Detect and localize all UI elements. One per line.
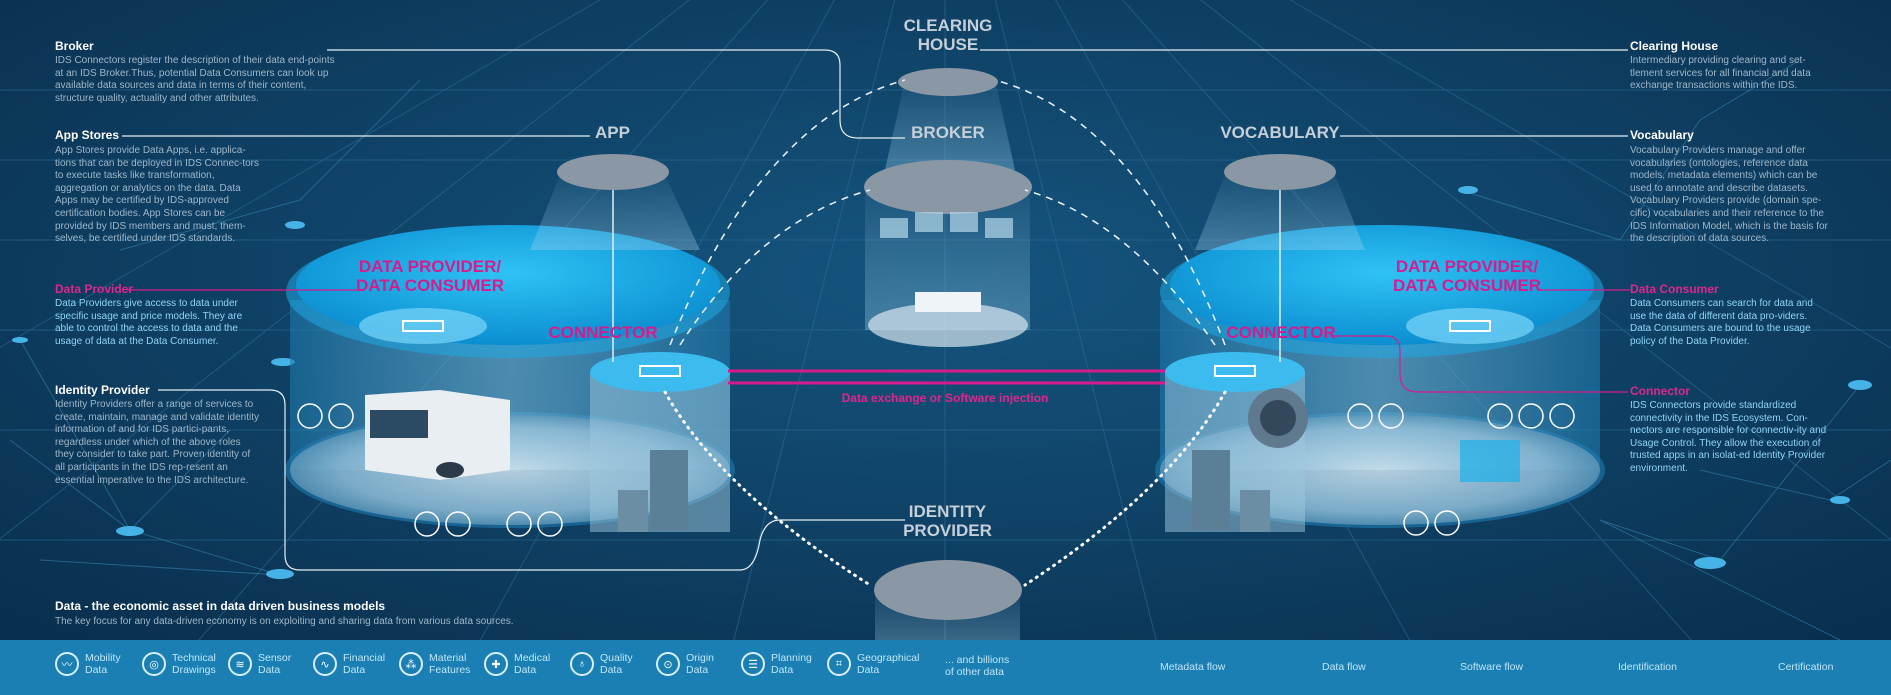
identity-provider-node: [874, 560, 1022, 650]
legend-item-quality: ♁ Quality Data: [570, 652, 640, 676]
legend-label: Geographical Data: [857, 652, 920, 676]
legend-item-financial: ∿ Financial Data: [313, 652, 389, 676]
origin-icon: ⊙: [656, 652, 680, 676]
financial-icon: ∿: [313, 652, 337, 676]
jet-engine-illustration: [1248, 388, 1308, 448]
legend-label: Sensor Data: [258, 652, 292, 676]
software-flow-label: Software flow: [1460, 661, 1524, 673]
software-flow-lines: [612, 190, 1281, 362]
connector-description: IDS Connectors provide standardized conn…: [1630, 400, 1827, 474]
metadata-flow-label: Metadata flow: [1160, 661, 1226, 673]
legend-other-data: ... and billions of other data: [945, 654, 1010, 678]
data-asset-description: The key focus for any data-driven econom…: [55, 616, 514, 627]
legend-item-sensor: ≋ Sensor Data: [228, 652, 298, 676]
legend-label: Mobility Data: [85, 652, 121, 676]
quality-icon: ♁: [570, 652, 594, 676]
connector-right: [1165, 352, 1305, 532]
connector-left-label: CONNECTOR: [548, 323, 658, 342]
app-stores-title: App Stores: [55, 128, 120, 142]
data-flow-lines: [728, 369, 1165, 385]
legend-label: Quality Data: [600, 652, 633, 676]
platform-icons: [297, 403, 1575, 537]
legend-label: Medical Data: [514, 652, 551, 676]
metadata-flow-lines: [669, 79, 1226, 346]
app-store-node: [530, 154, 700, 250]
legend-item-technical-drawings: ◎ Technical Drawings: [142, 652, 222, 676]
identity-provider-title: Identity Provider: [55, 383, 150, 397]
network-nodes: [12, 186, 1872, 579]
certification-badge-left: [402, 320, 444, 332]
connector-left: [590, 352, 730, 532]
broker-label: BROKER: [911, 123, 985, 142]
app-label: APP: [595, 123, 630, 142]
clearing-house-node: [885, 68, 1015, 170]
legend-item-geographical: ⌗ Geographical Data: [827, 652, 919, 676]
data-exchange-label: Data exchange or Software injection: [841, 391, 1049, 405]
clearing-house-description: Intermediary providing clearing and set-…: [1630, 55, 1811, 92]
identity-provider-label: IDENTITY PROVIDER: [903, 502, 992, 540]
vocabulary-label: VOCABULARY: [1220, 123, 1340, 142]
callout-lines: [122, 49, 1630, 571]
legend-item-medical: ✚ Medical Data: [484, 652, 556, 676]
identification-flow-lines: [663, 390, 1227, 587]
medical-icon: ✚: [484, 652, 508, 676]
legend-item-material: ⁂ Material Features: [399, 652, 475, 676]
legend-label: Origin Data: [686, 652, 715, 676]
app-stores-description: App Stores provide Data Apps, i.e. appli…: [55, 145, 260, 245]
material-icon: ⁂: [399, 652, 423, 676]
bottles-illustration: [1460, 440, 1520, 482]
data-asset-title: Data - the economic asset in data driven…: [55, 599, 386, 613]
dp-dc-left-label: DATA PROVIDER/ DATA CONSUMER: [356, 257, 504, 295]
data-provider-description: Data Providers give access to data under…: [55, 298, 243, 347]
technical-drawings-icon: ◎: [142, 652, 166, 676]
vocabulary-title: Vocabulary: [1630, 128, 1694, 142]
clearing-house-title: Clearing House: [1630, 39, 1719, 53]
legend-item-origin: ⊙ Origin Data: [656, 652, 726, 676]
certification-badge-right: [1449, 320, 1491, 332]
data-consumer-title: Data Consumer: [1630, 282, 1719, 296]
legend-item-mobility: 〰 Mobility Data: [55, 652, 131, 676]
sensor-icon: ≋: [228, 652, 252, 676]
planning-icon: ☰: [741, 652, 765, 676]
connector-title: Connector: [1630, 384, 1690, 398]
data-consumer-description: Data Consumers can search for data and u…: [1630, 298, 1813, 347]
mobility-icon: 〰: [55, 652, 79, 676]
clearing-house-label: CLEARING HOUSE: [903, 16, 993, 54]
legend-label: Technical Drawings: [172, 652, 216, 676]
dp-dc-right-label: DATA PROVIDER/ DATA CONSUMER: [1393, 257, 1541, 295]
data-flow-label: Data flow: [1322, 661, 1366, 673]
identity-provider-description: Identity Providers offer a range of serv…: [55, 399, 260, 486]
vocabulary-description: Vocabulary Providers manage and offer vo…: [1630, 145, 1828, 245]
broker-title: Broker: [55, 39, 94, 53]
geographical-icon: ⌗: [827, 652, 851, 676]
broker-description: IDS Connectors register the description …: [55, 55, 335, 104]
legend-label: Planning Data: [771, 652, 812, 676]
legend-label: Financial Data: [343, 652, 386, 676]
certification-label: Certification: [1778, 661, 1834, 673]
data-provider-title: Data Provider: [55, 282, 134, 296]
truck-illustration: [365, 390, 510, 480]
legend-label: Material Features: [429, 652, 471, 676]
legend-item-planning: ☰ Planning Data: [741, 652, 817, 676]
connector-right-label: CONNECTOR: [1226, 323, 1336, 342]
broker-node: [864, 160, 1032, 347]
identification-label: Identification: [1618, 661, 1677, 673]
